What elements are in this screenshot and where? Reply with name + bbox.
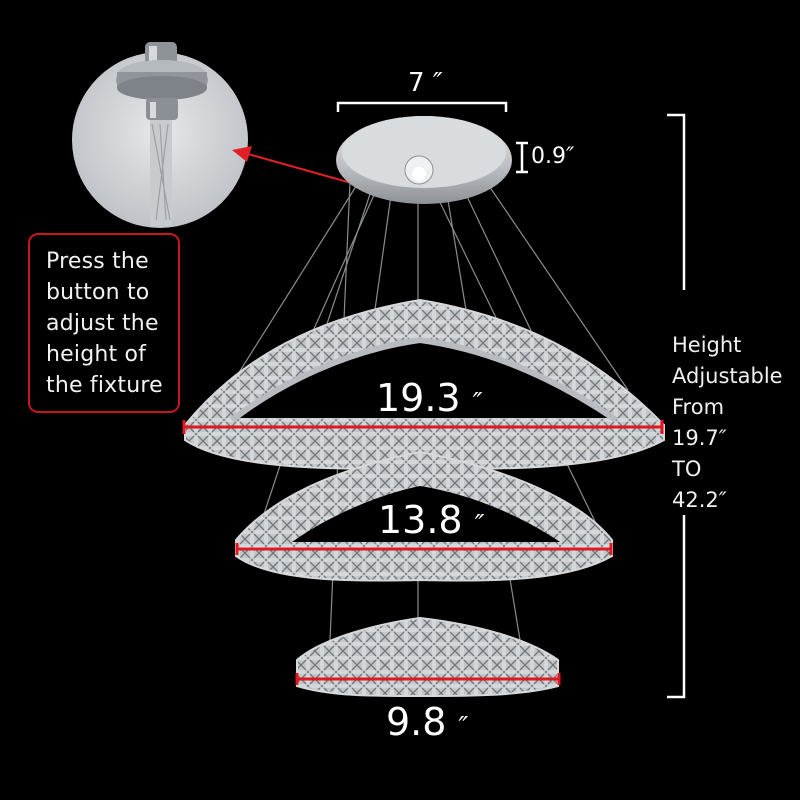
canopy-height-label: 0.9″ bbox=[531, 144, 574, 169]
inch-mark: ″ bbox=[432, 68, 443, 98]
pointer-arrow bbox=[232, 146, 363, 187]
bottom-ring-width-label: 9.8 ″ bbox=[386, 700, 468, 744]
height-spec-max: 42.2″ bbox=[672, 485, 727, 516]
canopy-width-value: 7 bbox=[408, 68, 425, 98]
height-max-value: 42.2 bbox=[672, 488, 719, 512]
callout-line-4: height of bbox=[46, 342, 147, 367]
inch-mark: ″ bbox=[458, 712, 469, 742]
callout-line-5: the fixture bbox=[46, 373, 163, 398]
canopy-width-bracket bbox=[336, 101, 508, 112]
middle-ring-width-label: 13.8 ″ bbox=[378, 498, 484, 542]
inch-mark: ″ bbox=[566, 144, 575, 169]
inch-mark: ″ bbox=[718, 488, 727, 512]
callout-line-3: adjust the bbox=[46, 311, 159, 336]
inch-mark: ″ bbox=[718, 426, 727, 450]
height-spec-line-3: From bbox=[672, 395, 725, 419]
bottom-ring-width-value: 9.8 bbox=[386, 700, 447, 744]
middle-ring-width-value: 13.8 bbox=[378, 498, 463, 542]
height-spec-min: 19.7″ bbox=[672, 423, 727, 454]
ceiling-canopy bbox=[336, 116, 512, 204]
measure-lines bbox=[182, 420, 664, 685]
canopy-height-value: 0.9 bbox=[531, 144, 566, 169]
top-ring-width-label: 19.3 ″ bbox=[376, 376, 482, 420]
inch-mark: ″ bbox=[472, 388, 483, 418]
overall-height-bracket bbox=[667, 113, 686, 699]
button-closeup-inset bbox=[72, 42, 248, 228]
canopy-width-label: 7 ″ bbox=[408, 68, 443, 98]
inch-mark: ″ bbox=[474, 510, 485, 540]
callout-line-1: Press the bbox=[46, 249, 149, 274]
callout-box bbox=[28, 233, 180, 413]
height-spec-line-1: Height bbox=[672, 333, 742, 357]
top-ring-width-value: 19.3 bbox=[376, 376, 461, 420]
height-spec-to: TO bbox=[672, 457, 702, 481]
canopy-height-bracket bbox=[516, 141, 528, 174]
height-spec-line-2: Adjustable bbox=[672, 364, 783, 388]
callout-line-2: button to bbox=[46, 280, 150, 305]
height-min-value: 19.7 bbox=[672, 426, 719, 450]
